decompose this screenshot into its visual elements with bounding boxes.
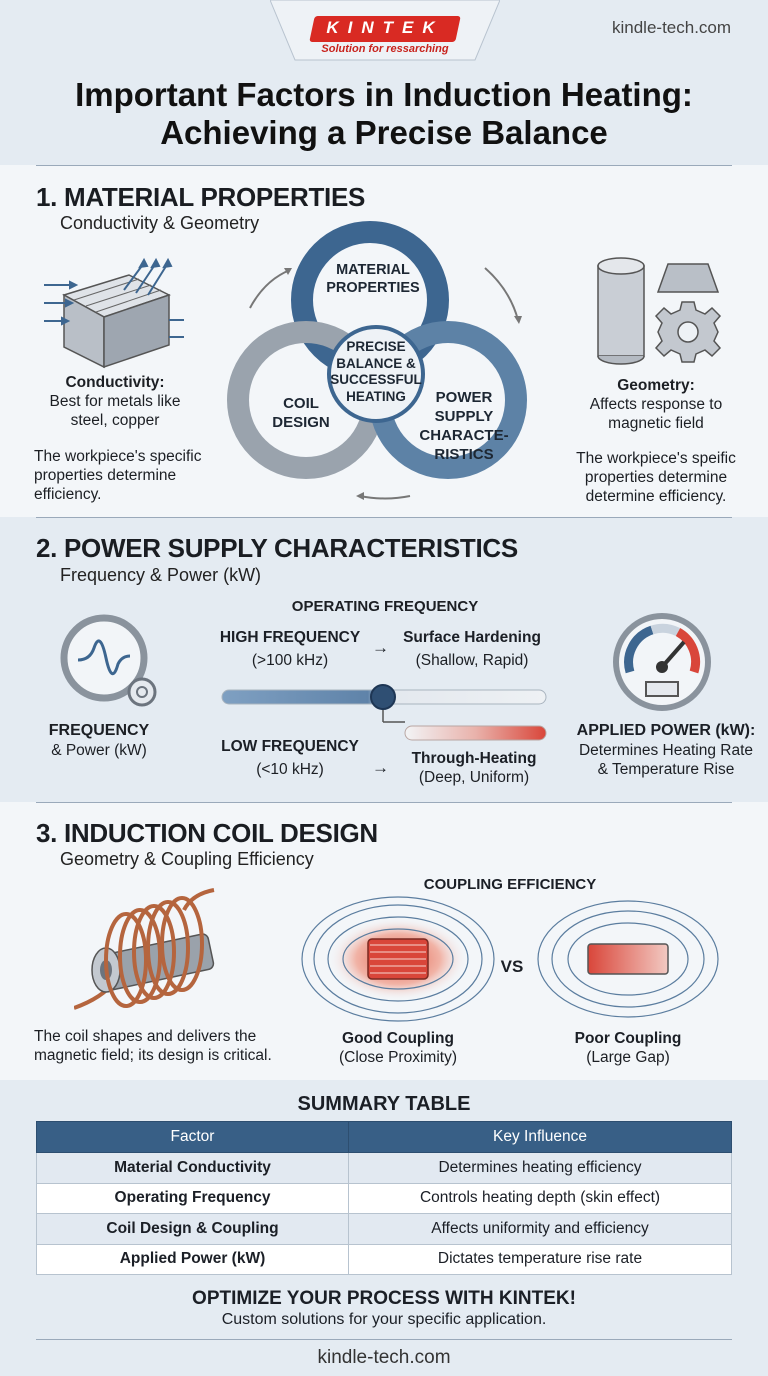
summary-title: SUMMARY TABLE bbox=[297, 1093, 471, 1115]
section3-subtitle: Geometry & Coupling Efficiency bbox=[60, 849, 314, 869]
power-label: APPLIED POWER (kW): bbox=[576, 722, 756, 739]
poor-coupling-diagram bbox=[537, 900, 719, 1018]
venn-center bbox=[327, 325, 425, 423]
left-note: The workpiece's specific properties dete… bbox=[34, 448, 202, 503]
conductivity-text: Conductivity: Best for metals like steel… bbox=[49, 374, 181, 429]
poor-coupling-label: Poor Coupling bbox=[574, 1030, 682, 1047]
table-row: Applied Power (kW)Dictates temperature r… bbox=[36, 1243, 732, 1275]
good-coupling-desc: (Close Proximity) bbox=[339, 1049, 457, 1066]
divider bbox=[36, 517, 732, 518]
power-gauge-icon bbox=[613, 613, 711, 711]
high-frequency-range: (>100 kHz) bbox=[251, 652, 329, 669]
through-heating-desc: (Deep, Uniform) bbox=[418, 769, 530, 786]
frequency-desc: & Power (kW) bbox=[51, 742, 147, 759]
poor-coupling-desc: (Large Gap) bbox=[586, 1049, 670, 1066]
geometry-shapes-icon bbox=[597, 257, 722, 365]
section3-title: 3. INDUCTION COIL DESIGN bbox=[36, 818, 378, 848]
arrow-right-icon: → bbox=[372, 638, 389, 657]
section1-subtitle: Conductivity & Geometry bbox=[60, 213, 260, 233]
surface-hardening-label: Surface Hardening bbox=[403, 629, 541, 646]
right-note: The workpiece's speific properties deter… bbox=[576, 450, 736, 505]
logo-text: KINTEK bbox=[326, 18, 444, 37]
column-header-factor: Factor bbox=[36, 1121, 349, 1153]
section2-title: 2. POWER SUPPLY CHARACTERISTICS bbox=[36, 533, 518, 563]
induction-coil-icon bbox=[74, 888, 215, 1010]
vs-label: VS bbox=[500, 957, 524, 976]
balance-venn-diagram bbox=[227, 221, 527, 500]
low-frequency-label: LOW FREQUENCY bbox=[221, 738, 359, 755]
arrow-right-icon: → bbox=[372, 758, 389, 777]
coil-note: The coil shapes and delivers the magneti… bbox=[34, 1028, 272, 1064]
logo-tagline: Solution for ressarching bbox=[321, 43, 449, 55]
cta-heading: OPTIMIZE YOUR PROCESS WITH KINTEK! bbox=[192, 1288, 576, 1309]
surface-hardening-desc: (Shallow, Rapid) bbox=[415, 652, 529, 669]
through-heating-label: Through-Heating bbox=[411, 750, 537, 767]
low-frequency-range: (<10 kHz) bbox=[256, 761, 324, 778]
geometry-text: Geometry: Affects response to magnetic f… bbox=[589, 377, 723, 432]
frequency-slider[interactable] bbox=[220, 680, 550, 745]
divider bbox=[36, 165, 732, 166]
site-link-top[interactable]: kindle-tech.com bbox=[612, 18, 732, 37]
column-header-influence: Key Influence bbox=[348, 1121, 732, 1153]
summary-table: Factor Key Influence Material Conductivi… bbox=[36, 1121, 732, 1275]
section1-title: 1. MATERIAL PROPERTIES bbox=[36, 182, 366, 212]
frequency-heading: OPERATING FREQUENCY bbox=[291, 598, 479, 615]
cta-subtitle: Custom solutions for your specific appli… bbox=[221, 1311, 547, 1328]
page-title: Important Factors in Induction Heating: … bbox=[75, 76, 693, 151]
frequency-label: FREQUENCY bbox=[48, 722, 150, 739]
divider bbox=[36, 802, 732, 803]
good-coupling-label: Good Coupling bbox=[342, 1030, 454, 1047]
section2-subtitle: Frequency & Power (kW) bbox=[60, 565, 262, 585]
site-link-bottom[interactable]: kindle-tech.com bbox=[317, 1347, 451, 1368]
conductive-block-icon bbox=[44, 257, 184, 369]
good-coupling-diagram bbox=[301, 896, 495, 1022]
divider bbox=[36, 1339, 732, 1340]
high-frequency-label: HIGH FREQUENCY bbox=[219, 629, 361, 646]
power-desc: Determines Heating Rate & Temperature Ri… bbox=[578, 742, 754, 778]
frequency-wave-icon bbox=[60, 614, 157, 707]
coupling-heading: COUPLING EFFICIENCY bbox=[423, 876, 597, 893]
